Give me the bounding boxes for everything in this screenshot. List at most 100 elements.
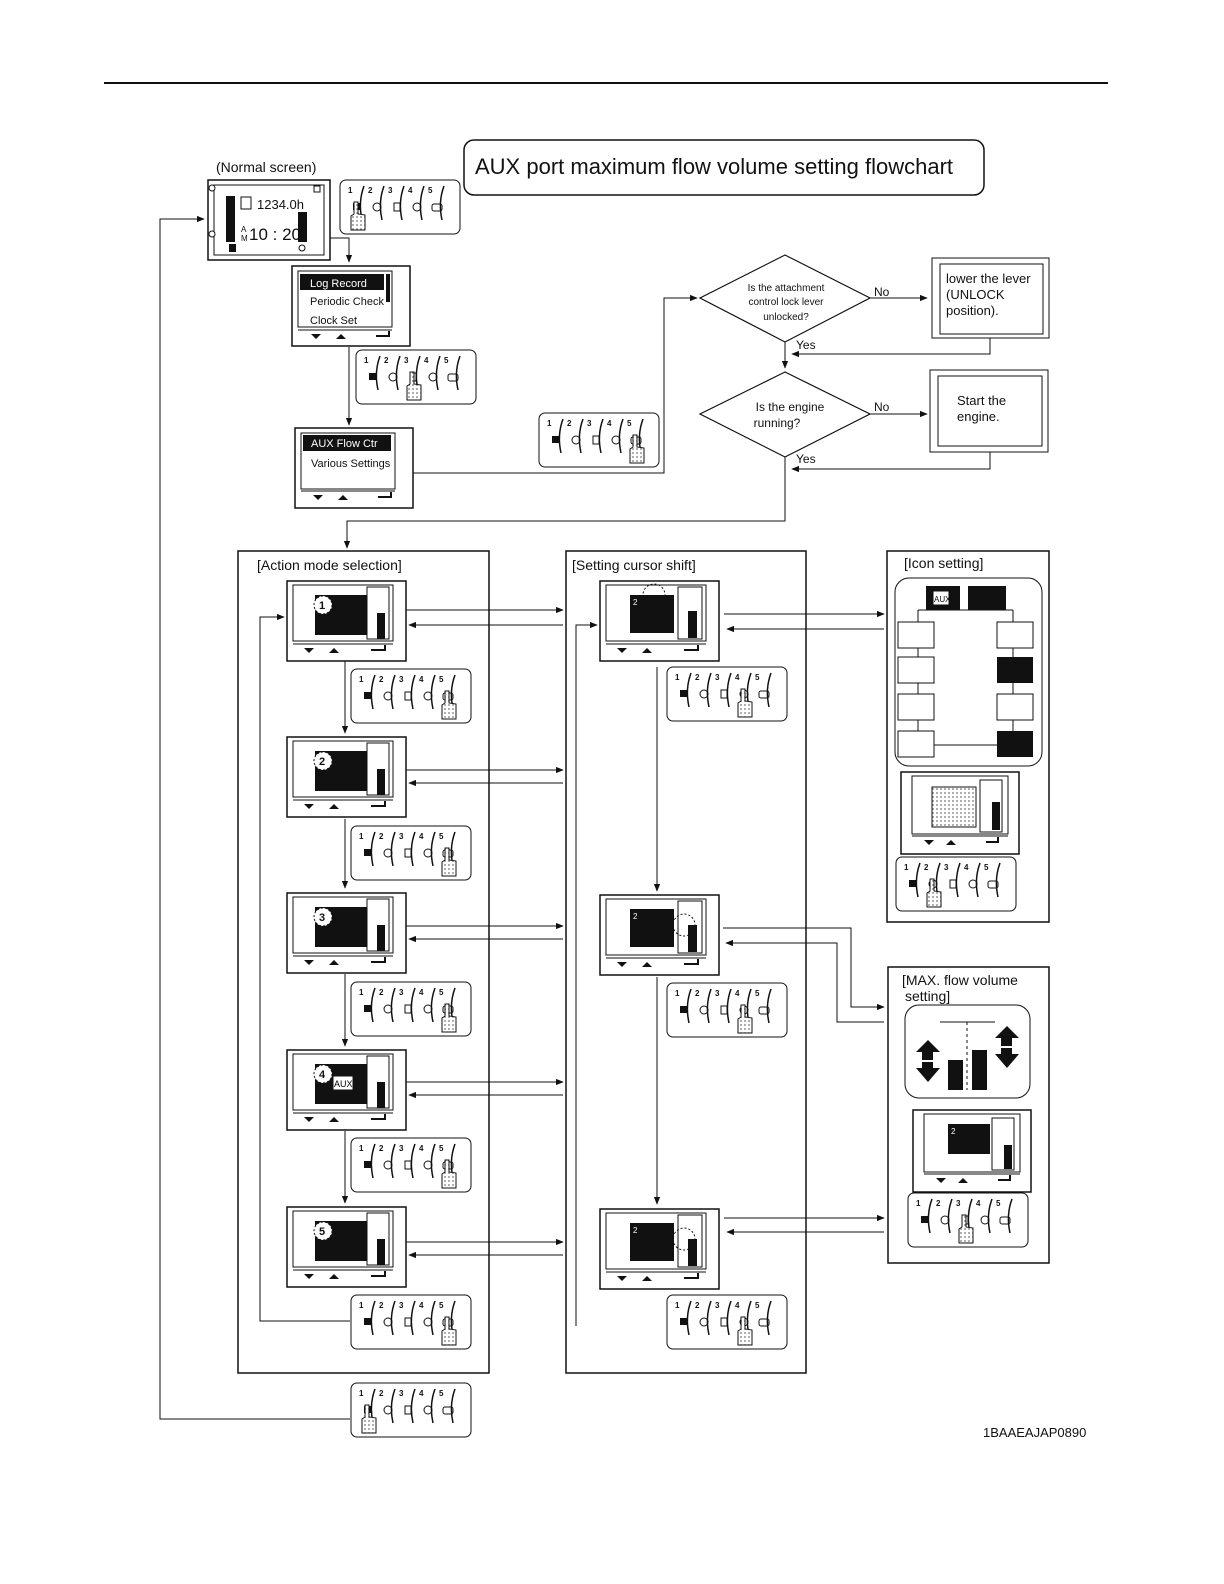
keypad-key-3[interactable]: 3 [715,988,732,1024]
decision1-no: No [874,285,890,299]
cursor-number: 2 [633,1226,638,1235]
keypad-key-4[interactable]: 4 [419,987,436,1023]
keypad-key-1[interactable]: 1 [675,1300,692,1336]
keypad-number: 1 [359,988,364,997]
decision1-line-1: control lock lever [748,297,824,308]
keypad-key-3[interactable]: 3 [399,831,416,867]
keypad-number: 5 [439,832,444,841]
keypad-key-4[interactable]: 4 [607,418,624,454]
keypad-key-3[interactable]: 3 [944,862,961,898]
cursor-indicator [672,913,696,937]
menu2-item-1[interactable]: Various Settings [311,458,391,470]
keypad-key-1[interactable]: 1 [675,988,692,1024]
decision2-no: No [874,400,890,414]
keypad-key-2[interactable]: 2 [379,987,396,1023]
keypad-number: 4 [419,675,424,684]
display-icon [447,373,459,382]
keypad-key-5[interactable]: 5 [428,185,445,221]
keypad-key-1[interactable]: 1 [364,355,381,391]
keypad-key-5[interactable]: 5 [996,1198,1013,1234]
keypad-key-2[interactable]: 2 [936,1198,953,1234]
keypad-key-4[interactable]: 4 [976,1198,993,1234]
keypad-key-1[interactable]: 1 [675,672,692,708]
max-flow-bubble [904,1004,1031,1099]
keypad-key-1[interactable]: 1 [359,674,376,710]
menu1-item-0[interactable]: Log Record [310,278,367,290]
keypad-key-1[interactable]: 1 [916,1198,933,1234]
keypad-key-5[interactable]: 5 [984,862,1001,898]
pointing-hand-icon [441,1316,457,1346]
keypad-key-2[interactable]: 2 [567,418,584,454]
keypad-key-5[interactable]: 5 [755,1300,772,1336]
keypad-key-3[interactable]: 3 [399,1143,416,1179]
keypad-number: 2 [936,1199,941,1208]
keypad-key-2[interactable]: 2 [379,674,396,710]
pointing-hand-icon [361,1404,377,1434]
keypad-key-2[interactable]: 2 [695,672,712,708]
keypad-key-4[interactable]: 4 [408,185,425,221]
keypad-number: 4 [735,673,740,682]
menu1-item-1[interactable]: Periodic Check [310,296,384,308]
menu2-item-0[interactable]: AUX Flow Ctr [311,438,378,450]
enter-icon [371,801,386,807]
keypad-key-1[interactable]: 1 [359,987,376,1023]
keypad-key-1[interactable]: 1 [547,418,564,454]
keypad-key-3[interactable]: 3 [399,1388,416,1424]
keypad-number: 1 [675,989,680,998]
keypad-key-2[interactable]: 2 [695,988,712,1024]
keypad-key-2[interactable]: 2 [368,185,385,221]
keypad-key-4[interactable]: 4 [419,1143,436,1179]
info-icon [383,1317,393,1327]
enter-icon [371,1114,386,1120]
hour-meter: 1234.0h [257,197,304,212]
aux-port-icon [720,689,728,699]
keypad-key-5[interactable]: 5 [439,1388,456,1424]
keypad-number: 1 [675,1301,680,1310]
info-icon [383,691,393,701]
enter-icon [371,957,386,963]
keypad-key-1[interactable]: 1 [904,862,921,898]
hammer-icon [897,693,935,721]
menu-icon [680,1318,688,1325]
pointing-hand-icon [737,688,753,718]
title-box: AUX port maximum flow volume setting flo… [463,139,985,196]
page-title: AUX port maximum flow volume setting flo… [475,154,953,179]
keypad-key-4[interactable]: 4 [419,674,436,710]
keypad-key-3[interactable]: 3 [399,674,416,710]
keypad-key-3[interactable]: 3 [388,185,405,221]
keypad-key-1[interactable]: 1 [359,1143,376,1179]
keypad-key-2[interactable]: 2 [384,355,401,391]
keypad-number: 4 [408,186,413,195]
keypad-key-4[interactable]: 4 [424,355,441,391]
cursor-lcd-screen: 2 [599,1208,720,1290]
keypad-key-3[interactable]: 3 [399,987,416,1023]
info-icon [383,1405,393,1415]
keypad-number: 1 [904,863,909,872]
keypad-key-3[interactable]: 3 [715,1300,732,1336]
keypad-number: 3 [399,675,404,684]
keypad-key-4[interactable]: 4 [419,831,436,867]
down-icon [304,1274,314,1279]
keypad-key-3[interactable]: 3 [399,1300,416,1336]
keypad-key-3[interactable]: 3 [587,418,604,454]
setting-icon [980,1215,990,1225]
keypad-key-4[interactable]: 4 [419,1388,436,1424]
setting-icon [423,1160,433,1170]
keypad-key-2[interactable]: 2 [379,1143,396,1179]
keypad-key-5[interactable]: 5 [444,355,461,391]
keypad-key-2[interactable]: 2 [695,1300,712,1336]
keypad-key-3[interactable]: 3 [715,672,732,708]
keypad-key-5[interactable]: 5 [755,672,772,708]
menu1-item-2[interactable]: Clock Set [310,315,357,327]
keypad-key-4[interactable]: 4 [964,862,981,898]
menu-icon [921,1216,929,1223]
keypad-key-2[interactable]: 2 [379,1388,396,1424]
keypad-key-1[interactable]: 1 [359,1300,376,1336]
keypad-key-2[interactable]: 2 [379,831,396,867]
keypad-key-1[interactable]: 1 [359,831,376,867]
keypad-key-2[interactable]: 2 [379,1300,396,1336]
keypad-number: 1 [348,186,353,195]
keypad-key-4[interactable]: 4 [419,1300,436,1336]
setting-icon [412,202,422,212]
keypad-key-5[interactable]: 5 [755,988,772,1024]
